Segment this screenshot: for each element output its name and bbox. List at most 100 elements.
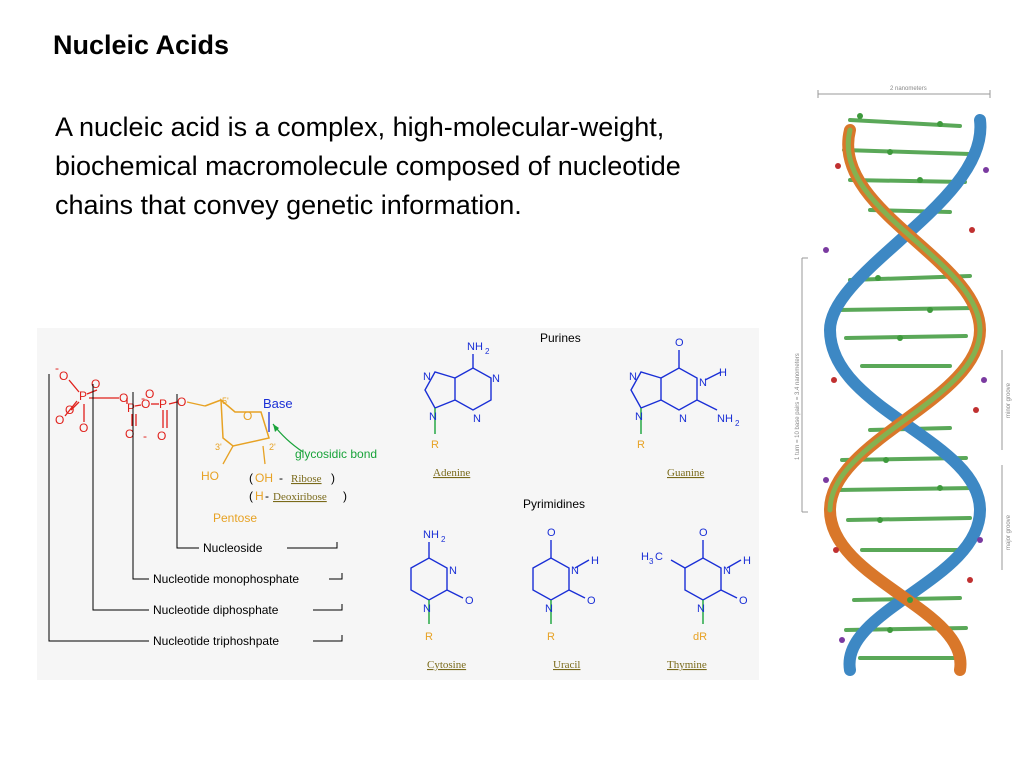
dna-double-helix-illustration: 2 nanometers 1 turn = 10 base pairs = 3.… xyxy=(790,80,1015,685)
svg-text:O: O xyxy=(465,595,474,607)
svg-text:-: - xyxy=(143,429,147,443)
base-label: Base xyxy=(263,396,293,411)
helix-atoms xyxy=(857,113,943,633)
svg-text:O: O xyxy=(59,369,68,383)
svg-text:N: N xyxy=(545,603,553,615)
major-groove-label: major groove xyxy=(1006,514,1012,550)
svg-text:): ) xyxy=(343,489,347,503)
svg-text:2: 2 xyxy=(735,419,740,428)
carbon-5-label: 5' xyxy=(222,396,229,406)
svg-text:N: N xyxy=(723,565,731,577)
svg-text:N: N xyxy=(492,373,500,385)
nucleotide-structure-panel: - O P O O O O O P O O - O P O - O xyxy=(37,328,759,680)
cytosine-structure xyxy=(410,542,464,601)
ho-label: HO xyxy=(201,469,219,483)
dna-helix-svg: 2 nanometers 1 turn = 10 base pairs = 3.… xyxy=(795,86,1012,676)
pyrimidines-heading: Pyrimidines xyxy=(523,497,585,511)
svg-text:O: O xyxy=(699,527,708,539)
nucleoside-label: Nucleoside xyxy=(203,541,263,555)
cytosine-r-label: R xyxy=(425,631,433,643)
pentose-label: Pentose xyxy=(213,511,257,525)
nucleotide-diphosphate-label: Nucleotide diphosphate xyxy=(153,603,279,617)
svg-text:N: N xyxy=(423,371,431,383)
thymine-dr-label: dR xyxy=(693,631,707,643)
carbon-3-label: 3' xyxy=(215,442,222,452)
thymine-label: Thymine xyxy=(667,659,707,671)
helix-strand-highlight xyxy=(827,127,983,513)
svg-text:N: N xyxy=(679,413,687,425)
svg-text:H: H xyxy=(719,367,727,379)
ring-oxygen-label: O xyxy=(243,409,252,423)
svg-text:N: N xyxy=(449,565,457,577)
svg-text:N: N xyxy=(697,603,705,615)
svg-text:NH: NH xyxy=(467,341,483,353)
pentose-ring xyxy=(204,398,270,447)
svg-text:H: H xyxy=(591,555,599,567)
nucleotide-monophosphate-label: Nucleotide monophosphate xyxy=(153,572,299,586)
svg-text:H: H xyxy=(641,551,649,563)
svg-text:O: O xyxy=(177,395,186,409)
svg-text:-: - xyxy=(141,391,145,405)
adenine-r-label: R xyxy=(431,439,439,451)
svg-text:N: N xyxy=(635,411,643,423)
svg-text:O: O xyxy=(141,397,150,411)
component-brackets xyxy=(48,374,343,642)
helix-strand-blue xyxy=(823,114,987,676)
svg-text:-: - xyxy=(265,489,269,503)
svg-text:3: 3 xyxy=(649,557,654,566)
uracil-r-label: R xyxy=(547,631,555,643)
slide-intro-text: A nucleic acid is a complex, high-molecu… xyxy=(55,112,681,220)
nucleotide-diagram: - O P O O O O O P O O - O P O - O xyxy=(48,331,751,671)
svg-text:P: P xyxy=(127,401,135,415)
carbon-2-label: 2' xyxy=(269,442,276,452)
guanine-label: Guanine xyxy=(667,467,704,479)
h-label: H xyxy=(255,489,264,503)
svg-text:P: P xyxy=(159,397,167,411)
cytosine-label: Cytosine xyxy=(427,659,466,671)
minor-groove-label: minor groove xyxy=(1006,382,1012,418)
svg-text:O: O xyxy=(91,377,100,391)
svg-text:H: H xyxy=(743,555,751,567)
svg-text:(: ( xyxy=(249,489,253,503)
uracil-label: Uracil xyxy=(553,659,580,671)
svg-text:): ) xyxy=(331,471,335,485)
deoxyribose-label: Deoxiribose xyxy=(273,491,327,503)
guanine-r-label: R xyxy=(637,439,645,451)
glycosidic-bond-label: glycosidic bond xyxy=(295,447,377,461)
svg-text:O: O xyxy=(587,595,596,607)
svg-text:O: O xyxy=(125,427,134,441)
guanine-structure xyxy=(630,350,722,411)
helix-pitch-label: 1 turn = 10 base pairs = 3.4 nanometers xyxy=(795,353,801,460)
svg-text:-: - xyxy=(55,361,59,375)
svg-text:O: O xyxy=(739,595,748,607)
svg-text:(: ( xyxy=(249,471,253,485)
nucleotide-triphosphate-label: Nucleotide triphoshpate xyxy=(153,634,279,648)
thymine-structure xyxy=(670,540,742,601)
svg-text:NH: NH xyxy=(717,413,733,425)
svg-text:O: O xyxy=(675,337,684,349)
uracil-structure xyxy=(532,540,590,601)
svg-text:N: N xyxy=(699,377,707,389)
svg-text:N: N xyxy=(473,413,481,425)
ribose-label: Ribose xyxy=(291,473,322,485)
svg-text:NH: NH xyxy=(423,529,439,541)
svg-text:N: N xyxy=(629,371,637,383)
adenine-structure xyxy=(424,354,492,411)
svg-text:O: O xyxy=(547,527,556,539)
purines-heading: Purines xyxy=(540,331,581,345)
phosphate-chain: - O P O O O O O P O O - O P O - O xyxy=(55,361,186,443)
svg-text:O: O xyxy=(119,391,128,405)
svg-text:2: 2 xyxy=(485,347,490,356)
ester-bond xyxy=(186,401,206,407)
adenine-label: Adenine xyxy=(433,467,470,479)
svg-text:P: P xyxy=(79,389,87,403)
svg-text:O: O xyxy=(55,413,64,427)
svg-text:N: N xyxy=(429,411,437,423)
svg-text:N: N xyxy=(423,603,431,615)
svg-text:O: O xyxy=(157,429,166,443)
svg-text:-: - xyxy=(279,471,283,485)
slide-title: Nucleic Acids xyxy=(53,30,230,60)
phosphate-bonds xyxy=(64,379,178,428)
svg-text:C: C xyxy=(655,551,663,563)
svg-text:O: O xyxy=(79,421,88,435)
